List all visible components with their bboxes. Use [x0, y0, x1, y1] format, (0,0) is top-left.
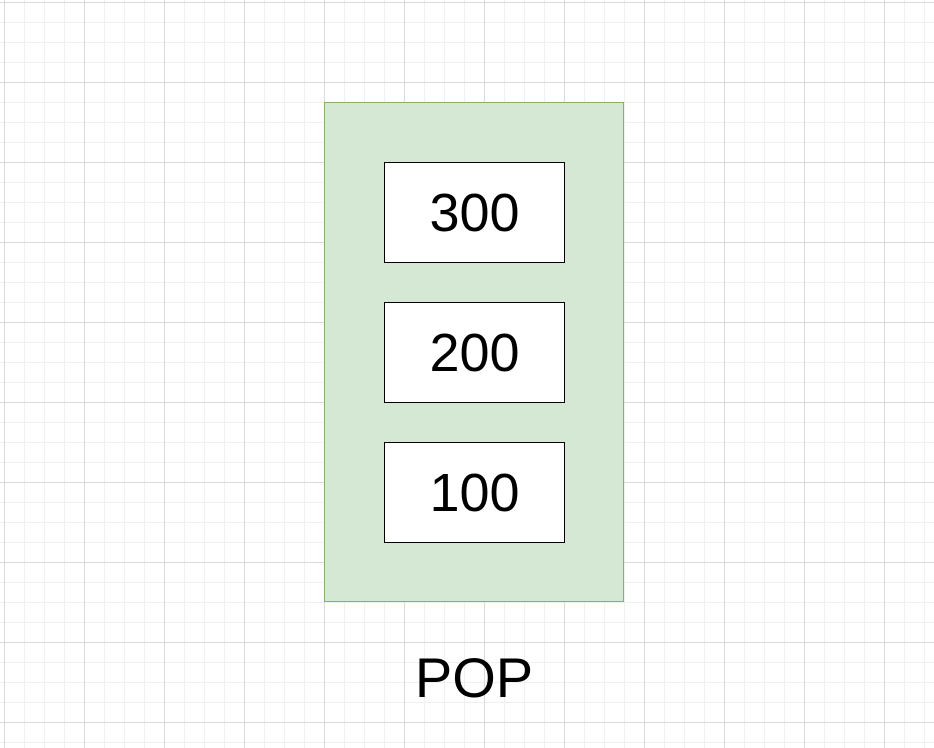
- stack-item-top: 300: [384, 162, 565, 263]
- operation-label: POP: [414, 646, 534, 709]
- stack-item-value: 300: [429, 182, 520, 243]
- stack-item-value: 100: [429, 462, 520, 523]
- stack-item-bottom: 100: [384, 442, 565, 543]
- stack-item-value: 200: [429, 322, 520, 383]
- stack-item-middle: 200: [384, 302, 565, 403]
